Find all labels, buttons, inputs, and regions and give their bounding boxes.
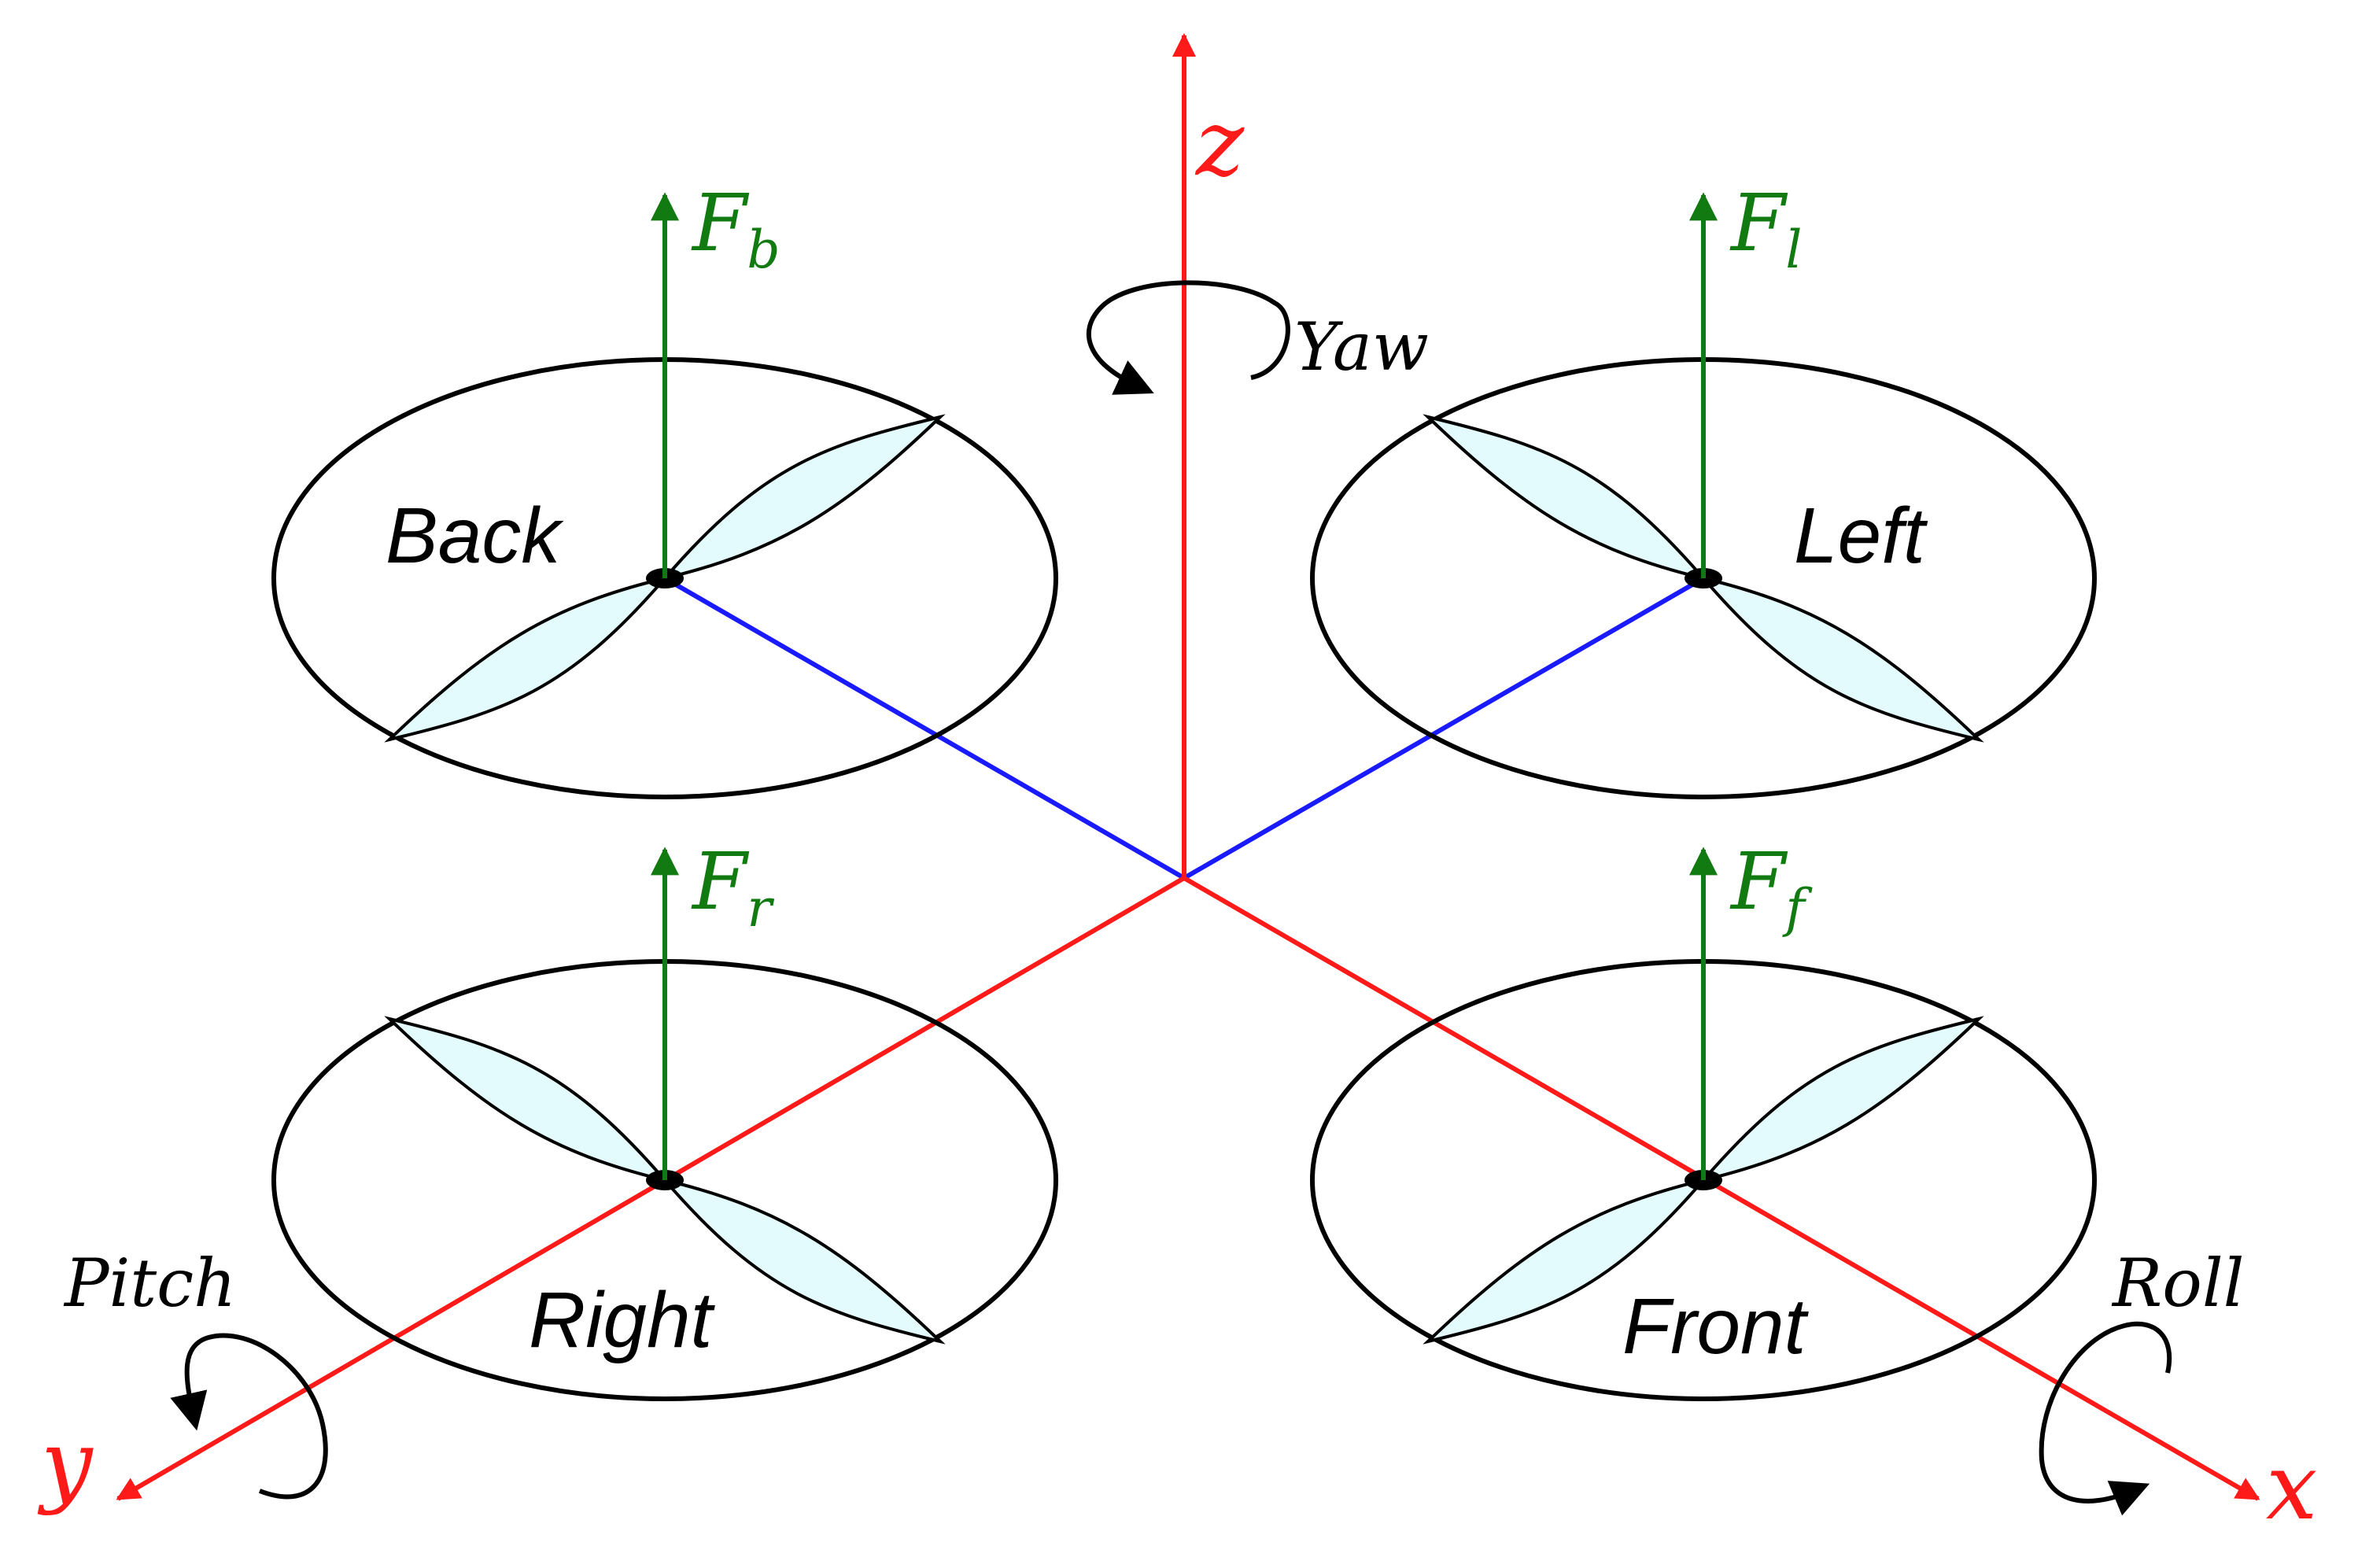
y-axis bbox=[116, 876, 1186, 1501]
arm-back bbox=[663, 576, 1186, 880]
rotor-label-front: Front bbox=[1622, 1282, 1810, 1371]
roll-label: Roll bbox=[2111, 1245, 2245, 1322]
force-label-right: Fr bbox=[691, 836, 774, 939]
force-label-front: Ff bbox=[1729, 836, 1813, 939]
rotor-right: Right Fr bbox=[271, 836, 1058, 1401]
pitch-label: Pitch bbox=[63, 1245, 236, 1322]
blade-right-2 bbox=[660, 1177, 946, 1345]
axis-label-z: z bbox=[1194, 90, 1245, 197]
rotor-front: Front Ff bbox=[1310, 836, 2097, 1401]
blade-back-2 bbox=[660, 414, 946, 581]
yaw-rotation-arrow bbox=[1086, 280, 1290, 395]
roll-rotation-arrow bbox=[2039, 1321, 2172, 1516]
blade-back-1 bbox=[384, 575, 670, 743]
blade-left-1 bbox=[1423, 414, 1708, 581]
force-label-left: Fl bbox=[1729, 177, 1803, 280]
axis-label-y: y bbox=[37, 1411, 94, 1517]
yaw-label: Yaw bbox=[1294, 308, 1429, 386]
rotor-back: Back Fb bbox=[271, 177, 1058, 799]
pitch-rotation-arrow bbox=[170, 1333, 328, 1500]
blade-front-1 bbox=[1423, 1177, 1708, 1345]
x-axis bbox=[1183, 876, 2260, 1501]
blade-right-1 bbox=[384, 1016, 670, 1183]
rotor-left: Left Fl bbox=[1310, 177, 2097, 799]
arm-left bbox=[1183, 576, 1705, 880]
force-label-back: Fb bbox=[691, 177, 780, 280]
rotor-label-right: Right bbox=[529, 1276, 716, 1364]
rotor-label-left: Left bbox=[1794, 492, 1928, 580]
rotor-label-back: Back bbox=[386, 492, 564, 580]
blade-front-2 bbox=[1699, 1016, 1984, 1183]
blade-left-2 bbox=[1699, 575, 1984, 743]
axis-label-x: x bbox=[2266, 1434, 2317, 1540]
